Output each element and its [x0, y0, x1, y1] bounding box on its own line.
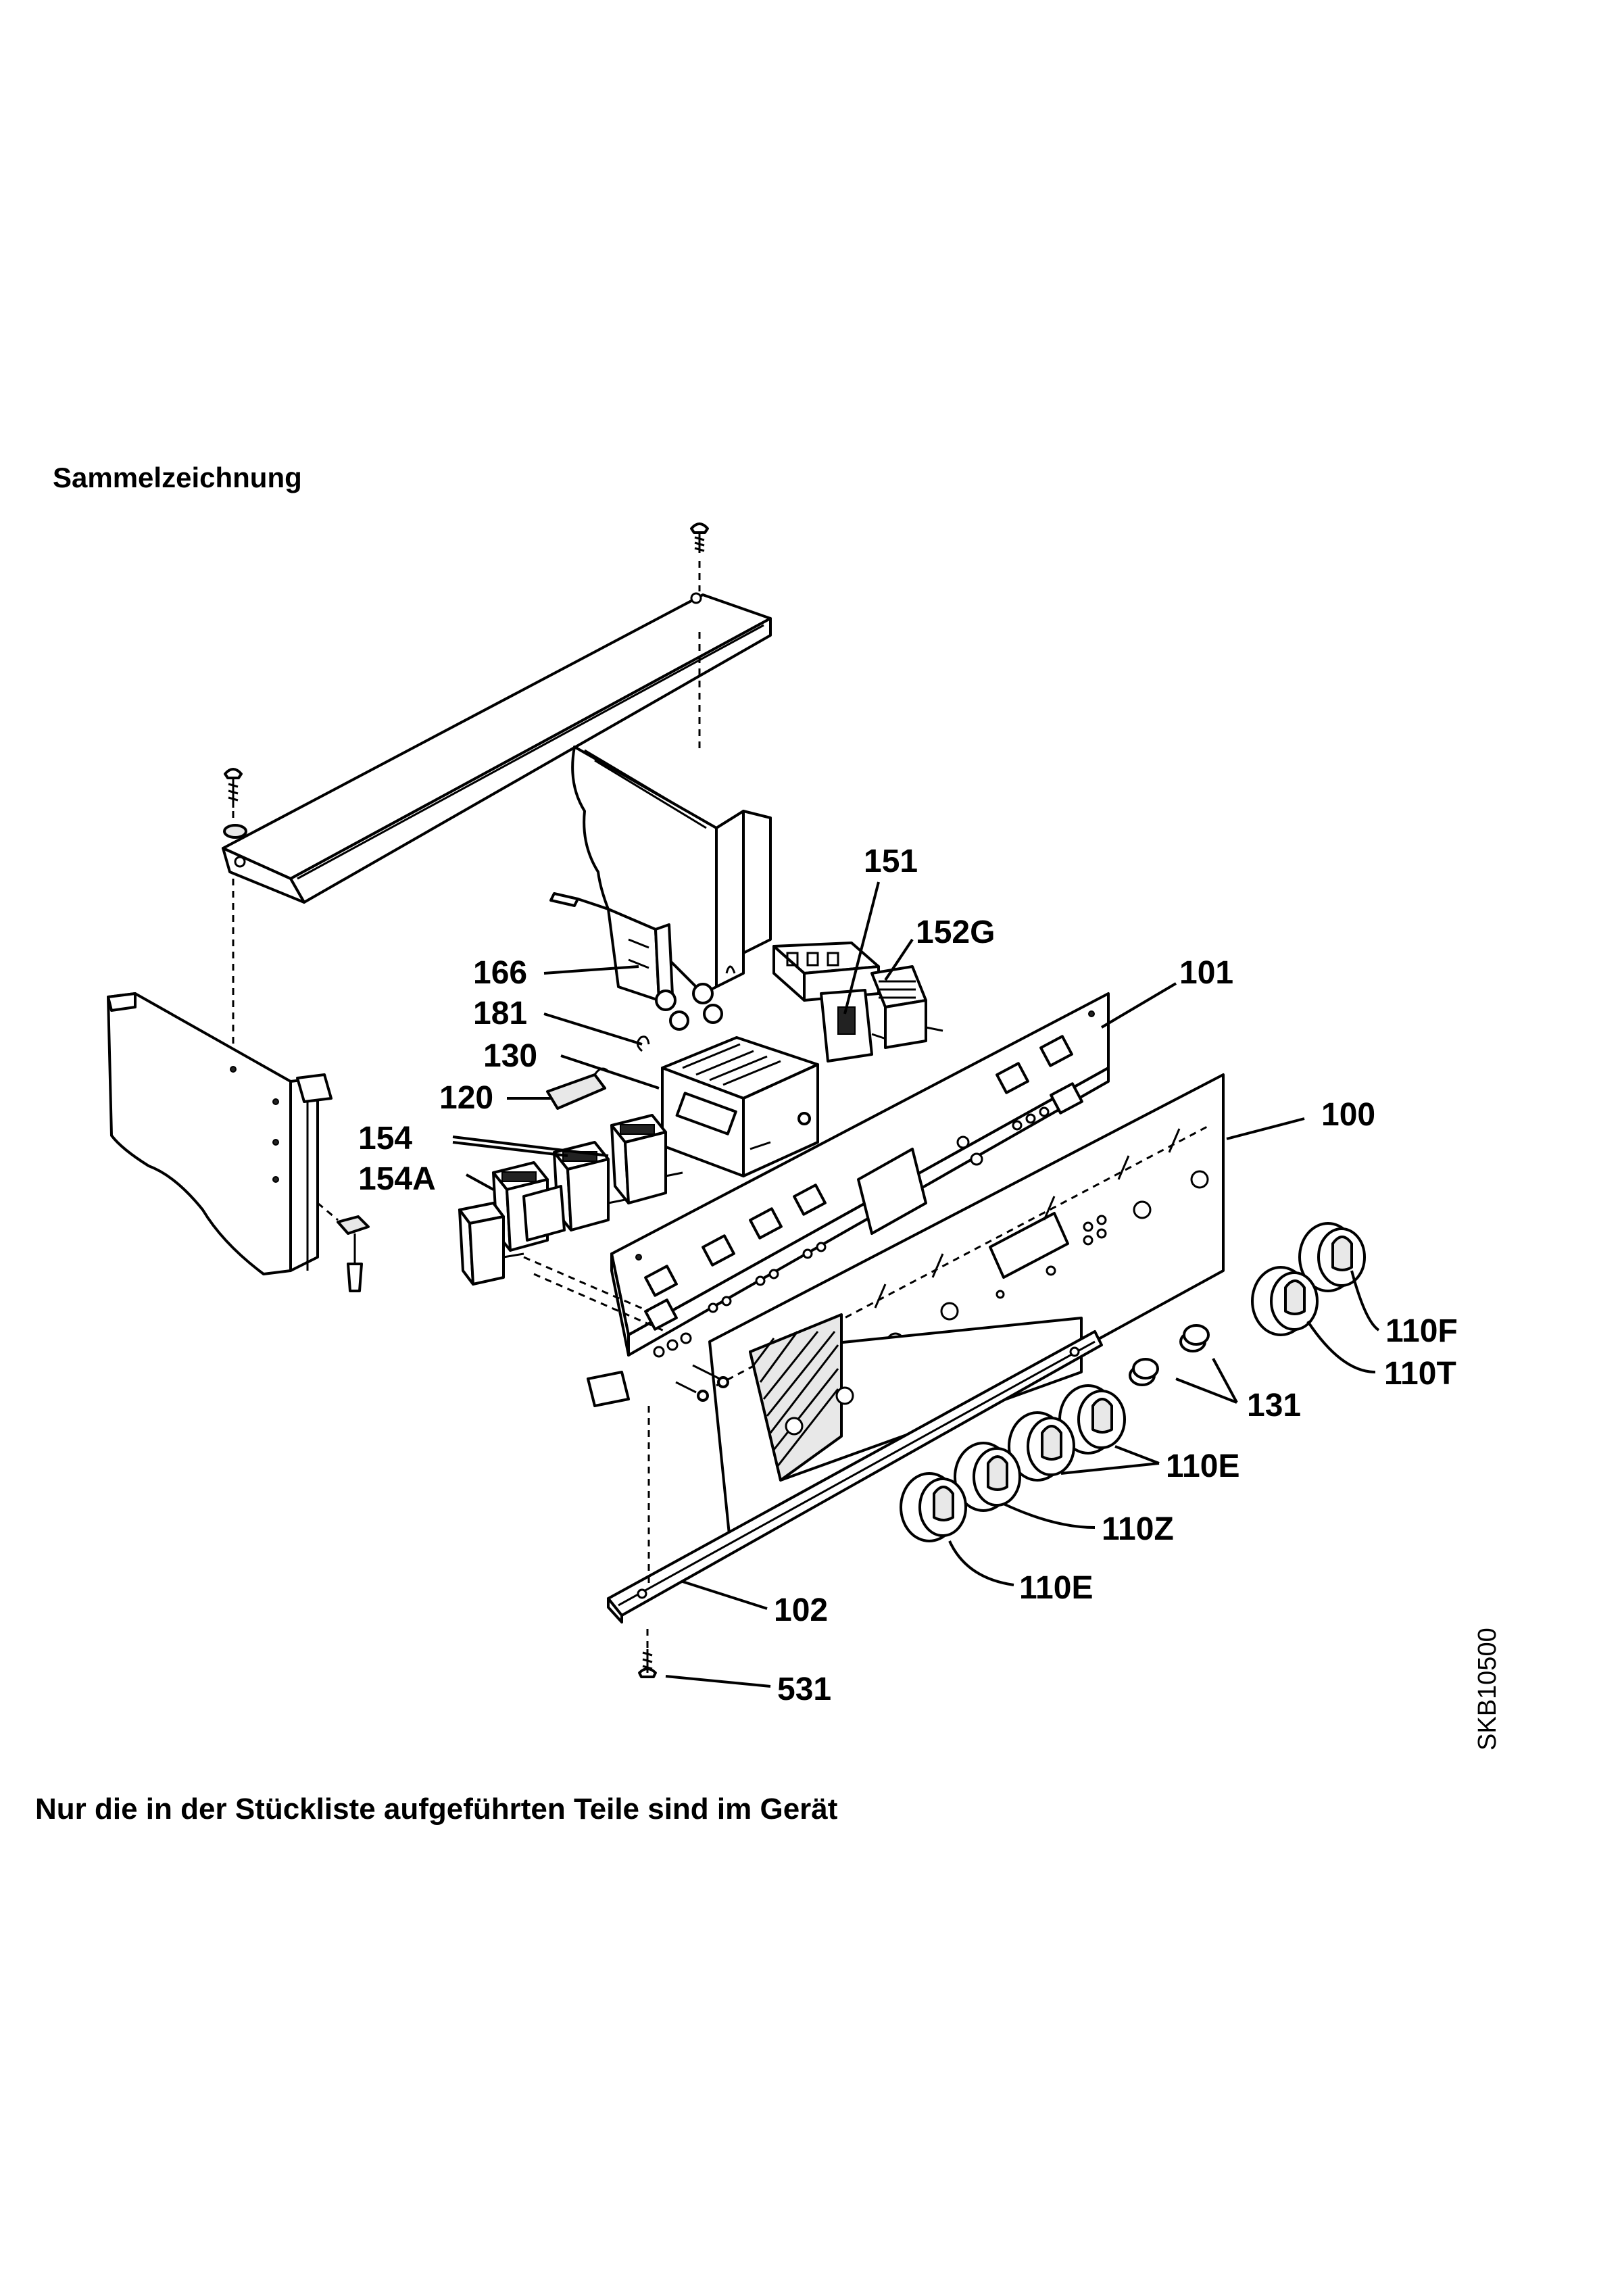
drawing-heading: Sammelzeichnung — [53, 462, 302, 493]
callout-110F: 110F — [1385, 1313, 1458, 1349]
rotary-switch-154A-lower — [458, 1202, 524, 1286]
shaft-line-1 — [523, 1256, 649, 1313]
spacer-131-upper — [1179, 1324, 1210, 1352]
knob-110F — [1298, 1222, 1366, 1292]
callout-131: 131 — [1247, 1388, 1301, 1423]
knob-110Z — [954, 1442, 1021, 1512]
rotary-switch-154-rear — [610, 1114, 683, 1204]
bottom-screw-531 — [638, 1629, 657, 1678]
knob-110E-mid — [1008, 1411, 1075, 1482]
rear-housing-panel — [571, 746, 772, 995]
rotary-switch-154-mid — [553, 1141, 626, 1231]
bracket-166 — [549, 892, 736, 1031]
top-screw-left — [223, 768, 247, 1061]
left-side-panel — [107, 992, 333, 1275]
front-trim-strip-102 — [607, 1330, 1103, 1623]
callout-152G: 152G — [916, 914, 995, 950]
knob-110E-front — [900, 1472, 967, 1542]
leader-lines — [452, 881, 1380, 1688]
knob-110T — [1251, 1266, 1319, 1336]
callout-154A: 154A — [358, 1161, 436, 1197]
knob-110E-rear — [1058, 1384, 1126, 1455]
callout-130: 130 — [483, 1038, 537, 1074]
callout-154: 154 — [358, 1121, 412, 1156]
selector-switch-151 — [772, 942, 893, 1062]
timer-module-130 — [637, 1035, 819, 1177]
panel-screws — [675, 1364, 729, 1402]
clip-120 — [546, 1067, 610, 1110]
callout-531: 531 — [777, 1671, 831, 1707]
rear-mounting-plate-101 — [587, 992, 1110, 1407]
callout-110Z: 110Z — [1102, 1511, 1174, 1547]
left-panel-clip-screw — [317, 1202, 370, 1292]
top-screw-right — [690, 522, 709, 750]
callout-101: 101 — [1179, 955, 1233, 991]
callout-166: 166 — [473, 955, 527, 991]
parts-list-note: Nur die in der Stückliste aufgeführten T… — [35, 1792, 838, 1826]
callout-100: 100 — [1321, 1097, 1375, 1133]
selector-switch-152G — [870, 965, 943, 1049]
callout-181: 181 — [473, 996, 527, 1031]
callout-120: 120 — [439, 1080, 493, 1116]
callout-110T: 110T — [1384, 1356, 1456, 1392]
top-cover-strip — [222, 592, 772, 904]
callout-110E-bottom: 110E — [1019, 1570, 1093, 1606]
glass-panel — [749, 1313, 1083, 1482]
spacer-131-lower — [1129, 1358, 1159, 1386]
callout-102: 102 — [774, 1592, 828, 1628]
callout-110E-top: 110E — [1166, 1448, 1239, 1484]
callout-151: 151 — [864, 844, 918, 879]
